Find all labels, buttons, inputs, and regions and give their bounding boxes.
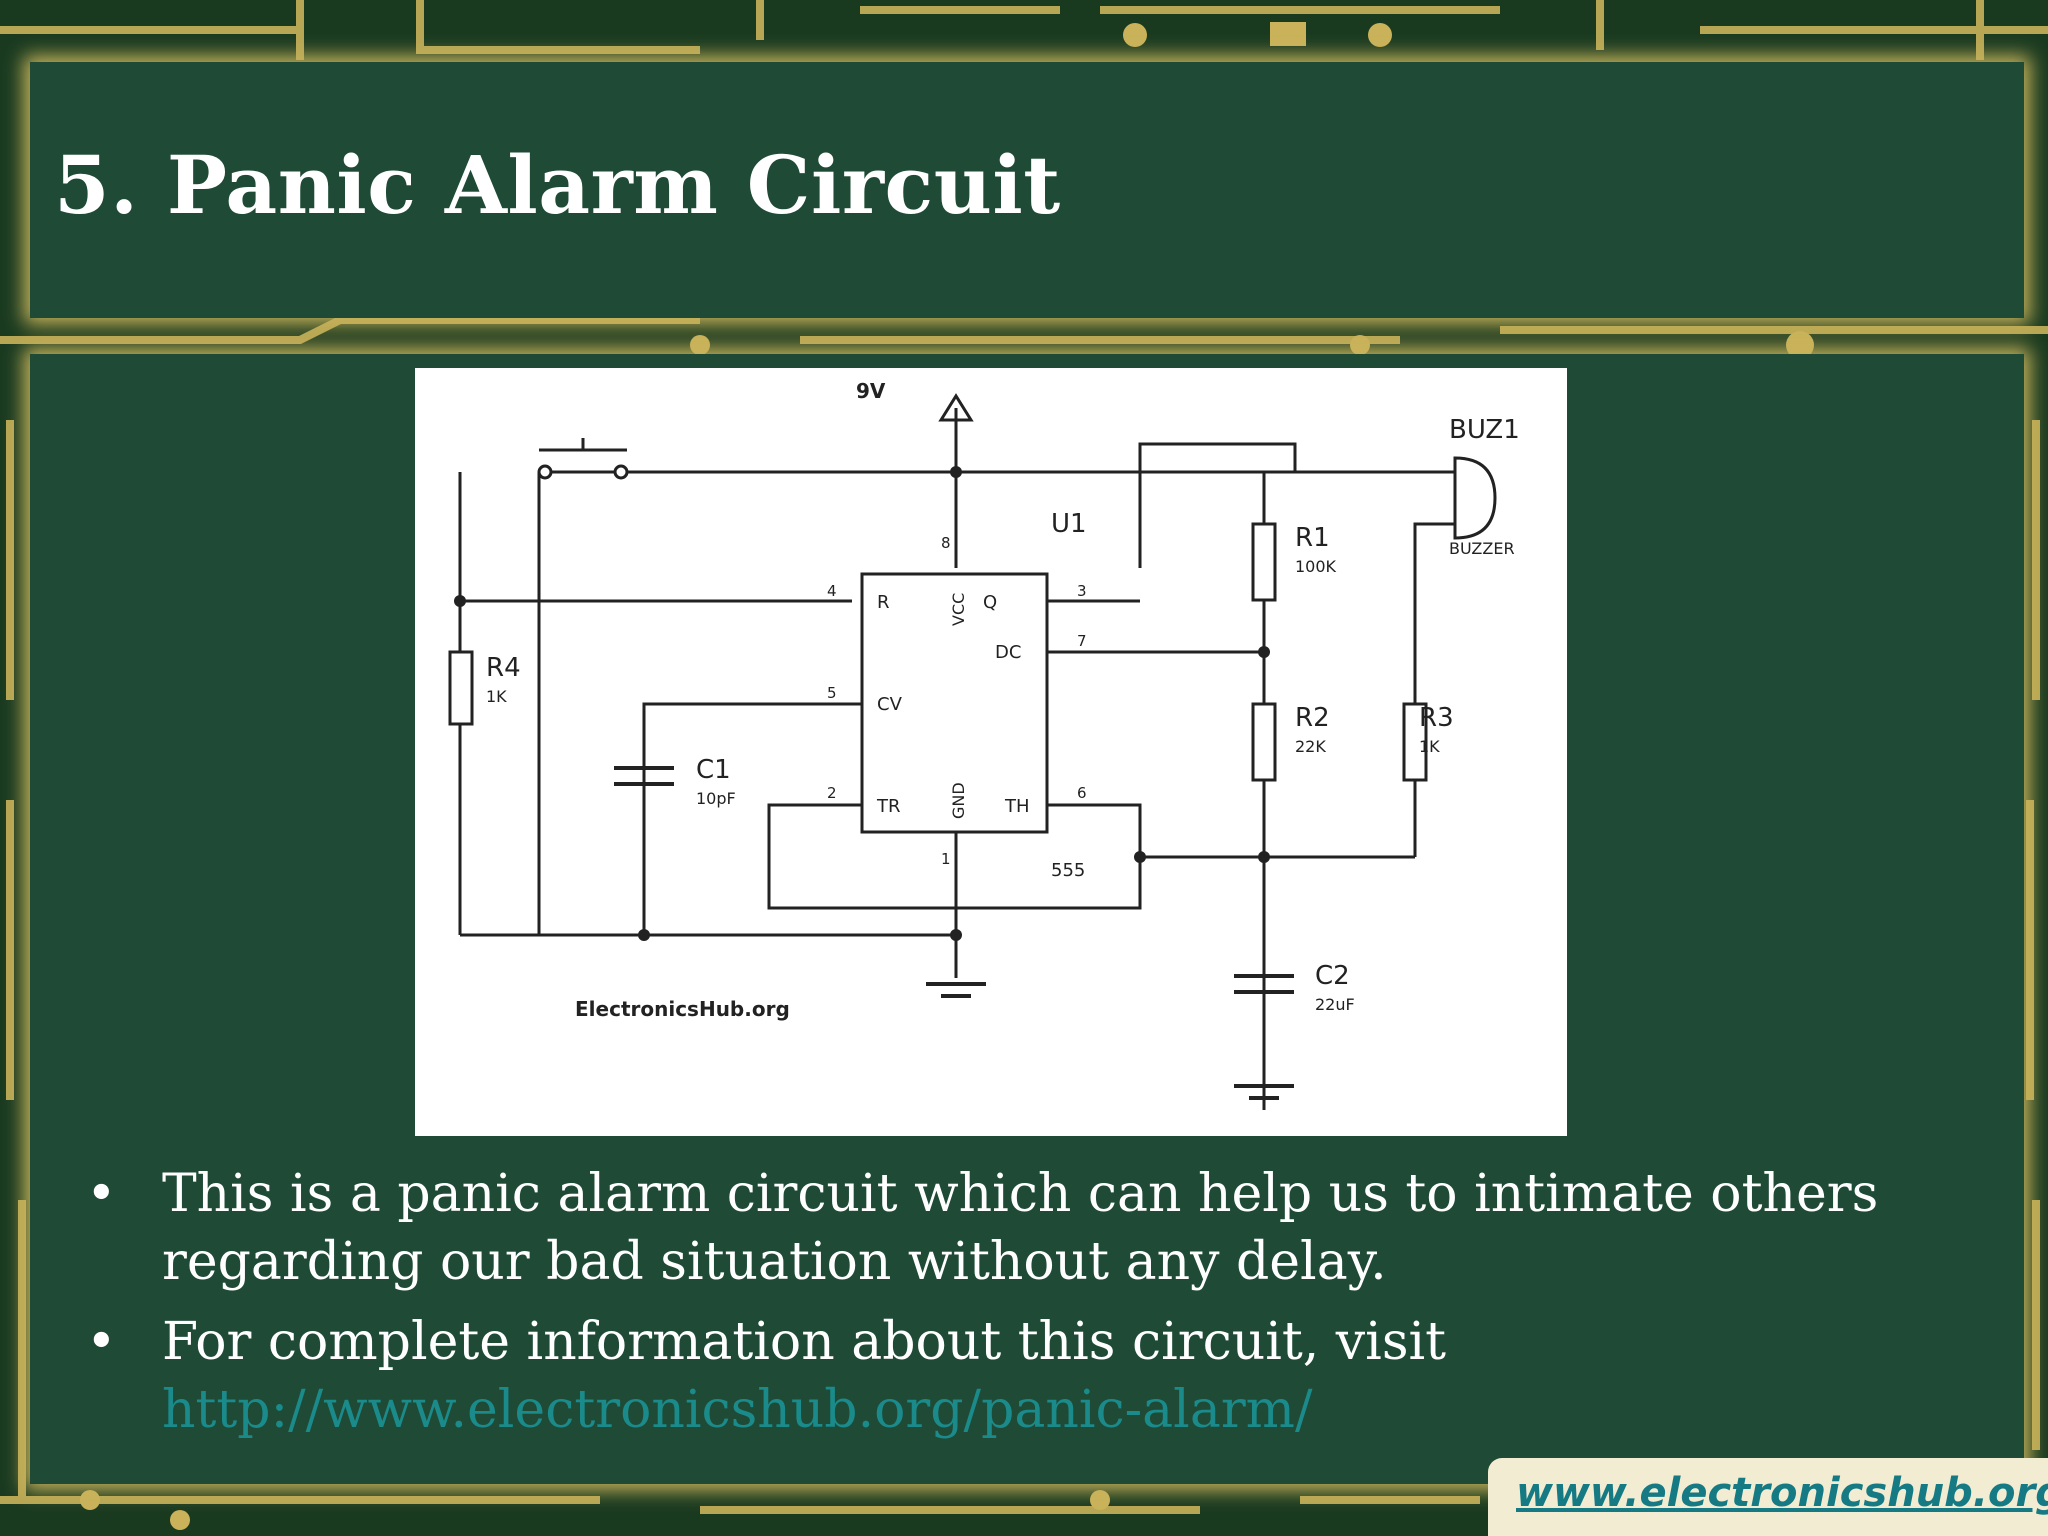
c2-ref: C2 — [1315, 961, 1350, 991]
title-panel — [30, 62, 2024, 318]
r4-ref: R4 — [486, 653, 521, 683]
pin-gnd: GND — [949, 782, 968, 819]
pin5-num: 5 — [827, 684, 837, 702]
r2-ref: R2 — [1295, 703, 1330, 733]
ic-part: 555 — [1051, 860, 1085, 881]
c2-value: 22uF — [1315, 995, 1355, 1014]
pin6-num: 6 — [1077, 784, 1087, 802]
buzzer-value: BUZZER — [1449, 539, 1515, 558]
pin-r: R — [877, 592, 890, 613]
schematic-svg: 9V U1 555 R Q DC CV TR TH VCC GND 4 8 3 … — [448, 379, 1520, 1110]
bullet-marker: • — [86, 1312, 117, 1372]
pin8-num: 8 — [941, 534, 951, 552]
site-badge: www.electronicshub.org — [1488, 1458, 2048, 1536]
pin-th: TH — [1004, 796, 1030, 817]
bullet-text: This is a panic alarm circuit which can … — [162, 1164, 1879, 1292]
r1-value: 100K — [1295, 557, 1337, 576]
pin-q: Q — [983, 592, 997, 613]
bullet-item: • This is a panic alarm circuit which ca… — [80, 1160, 2010, 1296]
r4-value: 1K — [486, 687, 507, 706]
r3-value: 1K — [1419, 737, 1440, 756]
ic-ref: U1 — [1051, 509, 1087, 539]
r2-value: 22K — [1295, 737, 1326, 756]
bullet-marker: • — [86, 1164, 117, 1224]
supply-label: 9V — [856, 379, 886, 403]
r1-ref: R1 — [1295, 523, 1330, 553]
bullet-text: For complete information about this circ… — [162, 1312, 1447, 1372]
c1-value: 10pF — [696, 789, 736, 808]
bullet-list: • This is a panic alarm circuit which ca… — [80, 1160, 2010, 1456]
pin4-num: 4 — [827, 582, 837, 600]
buzzer-ref: BUZ1 — [1449, 415, 1520, 445]
pin-tr: TR — [876, 796, 901, 817]
bullet-item: • For complete information about this ci… — [80, 1308, 2010, 1444]
r3-ref: R3 — [1419, 703, 1454, 733]
circuit-diagram: 9V U1 555 R Q DC CV TR TH VCC GND 4 8 3 … — [415, 368, 1567, 1136]
pin3-num: 3 — [1077, 582, 1087, 600]
reference-link[interactable]: http://www.electronicshub.org/panic-alar… — [162, 1380, 1313, 1440]
c1-ref: C1 — [696, 755, 731, 785]
site-badge-text[interactable]: www.electronicshub.org — [1516, 1470, 2048, 1516]
slide-title: 5. Panic Alarm Circuit — [54, 138, 1061, 232]
pin7-num: 7 — [1077, 632, 1087, 650]
pin2-num: 2 — [827, 784, 837, 802]
pin-vcc: VCC — [949, 593, 968, 626]
pin1-num: 1 — [941, 850, 951, 868]
pin-dc: DC — [995, 642, 1021, 663]
pin-cv: CV — [877, 694, 903, 715]
diagram-watermark: ElectronicsHub.org — [575, 997, 790, 1021]
